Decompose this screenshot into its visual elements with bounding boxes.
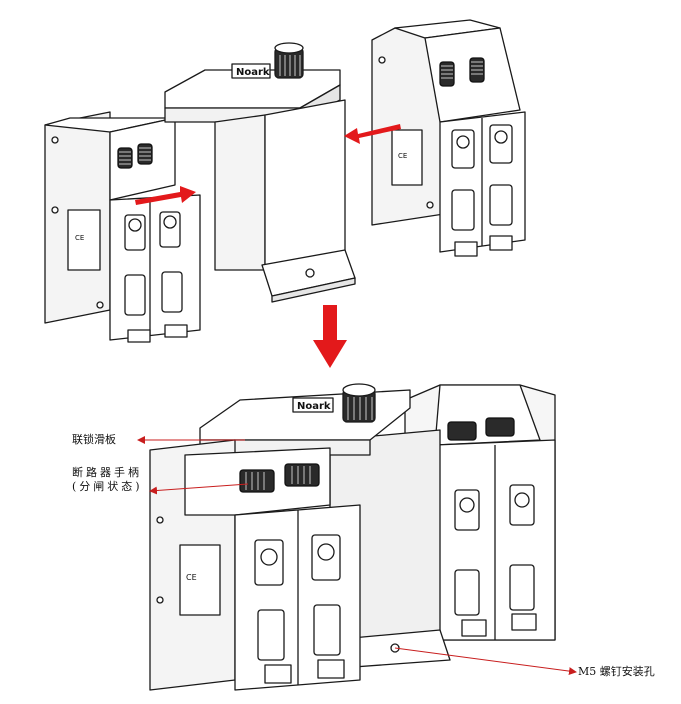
leader-breaker-handle xyxy=(149,483,249,495)
assembly-arrows xyxy=(135,124,401,368)
leader-mount-hole xyxy=(394,647,577,676)
left-breaker-exploded: CE xyxy=(44,111,201,343)
arrow-right xyxy=(135,186,196,205)
svg-text:CE: CE xyxy=(75,234,84,242)
brand-text-top: Noark xyxy=(236,67,270,78)
label-breaker-handle: 断路器手柄(分闸状态) xyxy=(72,466,143,493)
right-breaker-exploded: CE xyxy=(371,19,526,257)
assembled-unit: Noark CE xyxy=(149,383,556,691)
label-mount-hole: M5 螺钉安装孔 xyxy=(578,665,655,678)
svg-text:CE: CE xyxy=(398,152,407,160)
arrow-left xyxy=(344,124,401,144)
label-interlock-slider: 联锁滑板 xyxy=(72,433,116,446)
svg-text:CE: CE xyxy=(186,573,197,582)
brand-text-assembled: Noark xyxy=(297,401,331,412)
arrow-down xyxy=(313,305,347,368)
callout-leaders xyxy=(137,436,577,676)
interlock-mechanism-exploded: Noark xyxy=(164,42,356,303)
